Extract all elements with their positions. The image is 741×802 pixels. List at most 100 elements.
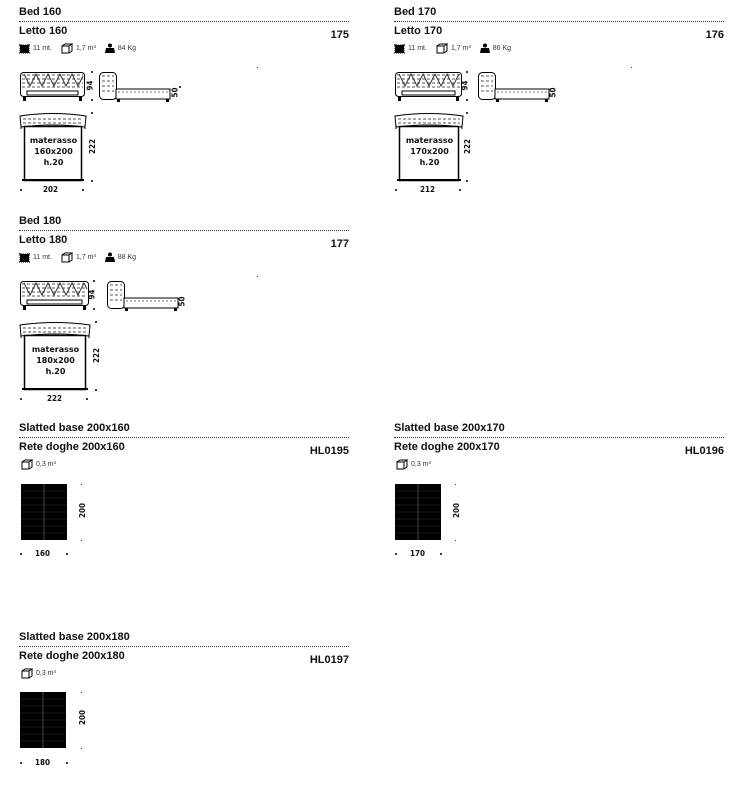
product-code: 176: [705, 29, 724, 41]
product-title-it: Letto 180: [19, 234, 68, 246]
mattress-size: 170x200: [410, 147, 449, 156]
dim-width: 222: [47, 394, 63, 403]
dim-marker: [466, 180, 468, 182]
bed-card: Bed 160 Letto 160 175 11 mt. 1,7 m³ 84 K…: [19, 6, 349, 206]
dim-marker: [455, 540, 456, 541]
product-code: HL0197: [309, 654, 349, 666]
bed-plan-view: [19, 113, 87, 182]
product-title-it: Rete doghe 200x160: [19, 441, 125, 453]
bed-side-view: [107, 281, 179, 311]
product-title-en: Bed 180: [19, 215, 62, 227]
dim-marker: [66, 762, 68, 764]
spec-row: 0,3 m³: [21, 668, 56, 679]
mattress-word: materasso: [29, 136, 78, 145]
cable-length: 11 mt.: [33, 45, 52, 52]
dim-marker: [20, 553, 22, 555]
box-volume-icon: [396, 459, 408, 470]
dim-marker: [91, 71, 93, 73]
weight-value: 84 Kg: [117, 45, 137, 52]
dim-marker: [179, 86, 181, 88]
dim-length: 200: [78, 709, 88, 726]
divider: [394, 21, 724, 22]
divider: [19, 230, 349, 231]
slatted-base-plan: [20, 692, 66, 748]
mattress-label: materasso 160x200 h.20: [25, 135, 82, 168]
dim-length: 200: [78, 502, 88, 519]
volume-value: 0,3 m³: [411, 461, 431, 468]
slatted-base-card: Slatted base 200x180 Rete doghe 200x180 …: [19, 631, 349, 771]
bed-card: Bed 170 Letto 170 176 11 mt. 1,7 m³ 86 K…: [394, 6, 724, 206]
volume-value: 0,3 m³: [36, 461, 56, 468]
box-volume-icon: [21, 459, 33, 470]
dim-marker: [455, 484, 456, 485]
dim-marker: [95, 389, 97, 391]
dim-marker: [81, 540, 82, 541]
bed-front-view: [395, 72, 462, 101]
cable-length: 11 mt.: [33, 254, 52, 261]
slatted-base-plan: [21, 484, 67, 540]
dim-width: 202: [43, 185, 59, 194]
dim-marker: [395, 189, 397, 191]
dim-length: 222: [463, 138, 473, 155]
box-volume-icon: [61, 43, 73, 54]
box-volume-icon: [61, 252, 73, 263]
dim-marker: [93, 280, 95, 282]
dim-marker: [466, 112, 468, 114]
product-title-en: Bed 160: [19, 6, 62, 18]
weight-value: 88 Kg: [117, 254, 137, 261]
divider: [394, 437, 724, 438]
dim-marker: [91, 99, 93, 101]
product-code: HL0196: [684, 445, 724, 457]
dim-marker: [20, 398, 22, 400]
product-title-it: Letto 160: [19, 25, 68, 37]
dim-head-height: 94: [87, 289, 97, 300]
product-title-en: Slatted base 200x180: [19, 631, 130, 643]
dim-head-height: 94: [460, 80, 470, 91]
volume-value: 0,3 m³: [36, 670, 56, 677]
dim-marker: [466, 99, 468, 101]
bed-card: Bed 180 Letto 180 177 11 mt. 1,7 m³ 88 K…: [19, 215, 349, 415]
dim-width: 180: [35, 758, 51, 767]
bed-plan-view: [19, 322, 91, 391]
dim-marker: [95, 321, 97, 323]
divider: [19, 21, 349, 22]
cable-icon: [19, 252, 30, 263]
slatted-base-plan: [395, 484, 441, 540]
weight-icon: [104, 252, 115, 262]
bed-side-view: [99, 72, 171, 102]
mattress-word: materasso: [31, 345, 80, 354]
product-code: 175: [330, 29, 349, 41]
dim-width: 170: [410, 549, 426, 558]
dim-frame-height: 50: [170, 87, 180, 98]
bed-plan-view: [394, 113, 464, 182]
spec-row: 0,3 m³: [396, 459, 431, 470]
dim-marker: [466, 71, 468, 73]
mattress-size: 180x200: [36, 356, 75, 365]
dim-marker: [257, 276, 258, 277]
dim-marker: [81, 748, 82, 749]
spec-row: 11 mt. 1,7 m³ 88 Kg: [19, 252, 136, 263]
volume-value: 1,7 m³: [450, 45, 471, 52]
volume-value: 1,7 m³: [75, 254, 96, 261]
cable-icon: [394, 43, 405, 54]
dim-width: 160: [35, 549, 51, 558]
product-title-it: Rete doghe 200x180: [19, 650, 125, 662]
product-title-it: Letto 170: [394, 25, 443, 37]
product-title-en: Slatted base 200x160: [19, 422, 130, 434]
mattress-word: materasso: [405, 136, 454, 145]
dim-length: 222: [92, 347, 102, 364]
dim-marker: [66, 553, 68, 555]
dim-marker: [81, 484, 82, 485]
mattress-height: h.20: [43, 158, 64, 167]
product-title-en: Bed 170: [394, 6, 437, 18]
dim-marker: [631, 67, 632, 68]
dim-frame-height: 50: [548, 87, 558, 98]
dim-marker: [82, 189, 84, 191]
dim-marker: [91, 180, 93, 182]
product-code: 177: [330, 238, 349, 250]
weight-icon: [479, 43, 490, 53]
dim-marker: [440, 553, 442, 555]
box-volume-icon: [21, 668, 33, 679]
divider: [19, 646, 349, 647]
dim-length: 200: [452, 502, 462, 519]
